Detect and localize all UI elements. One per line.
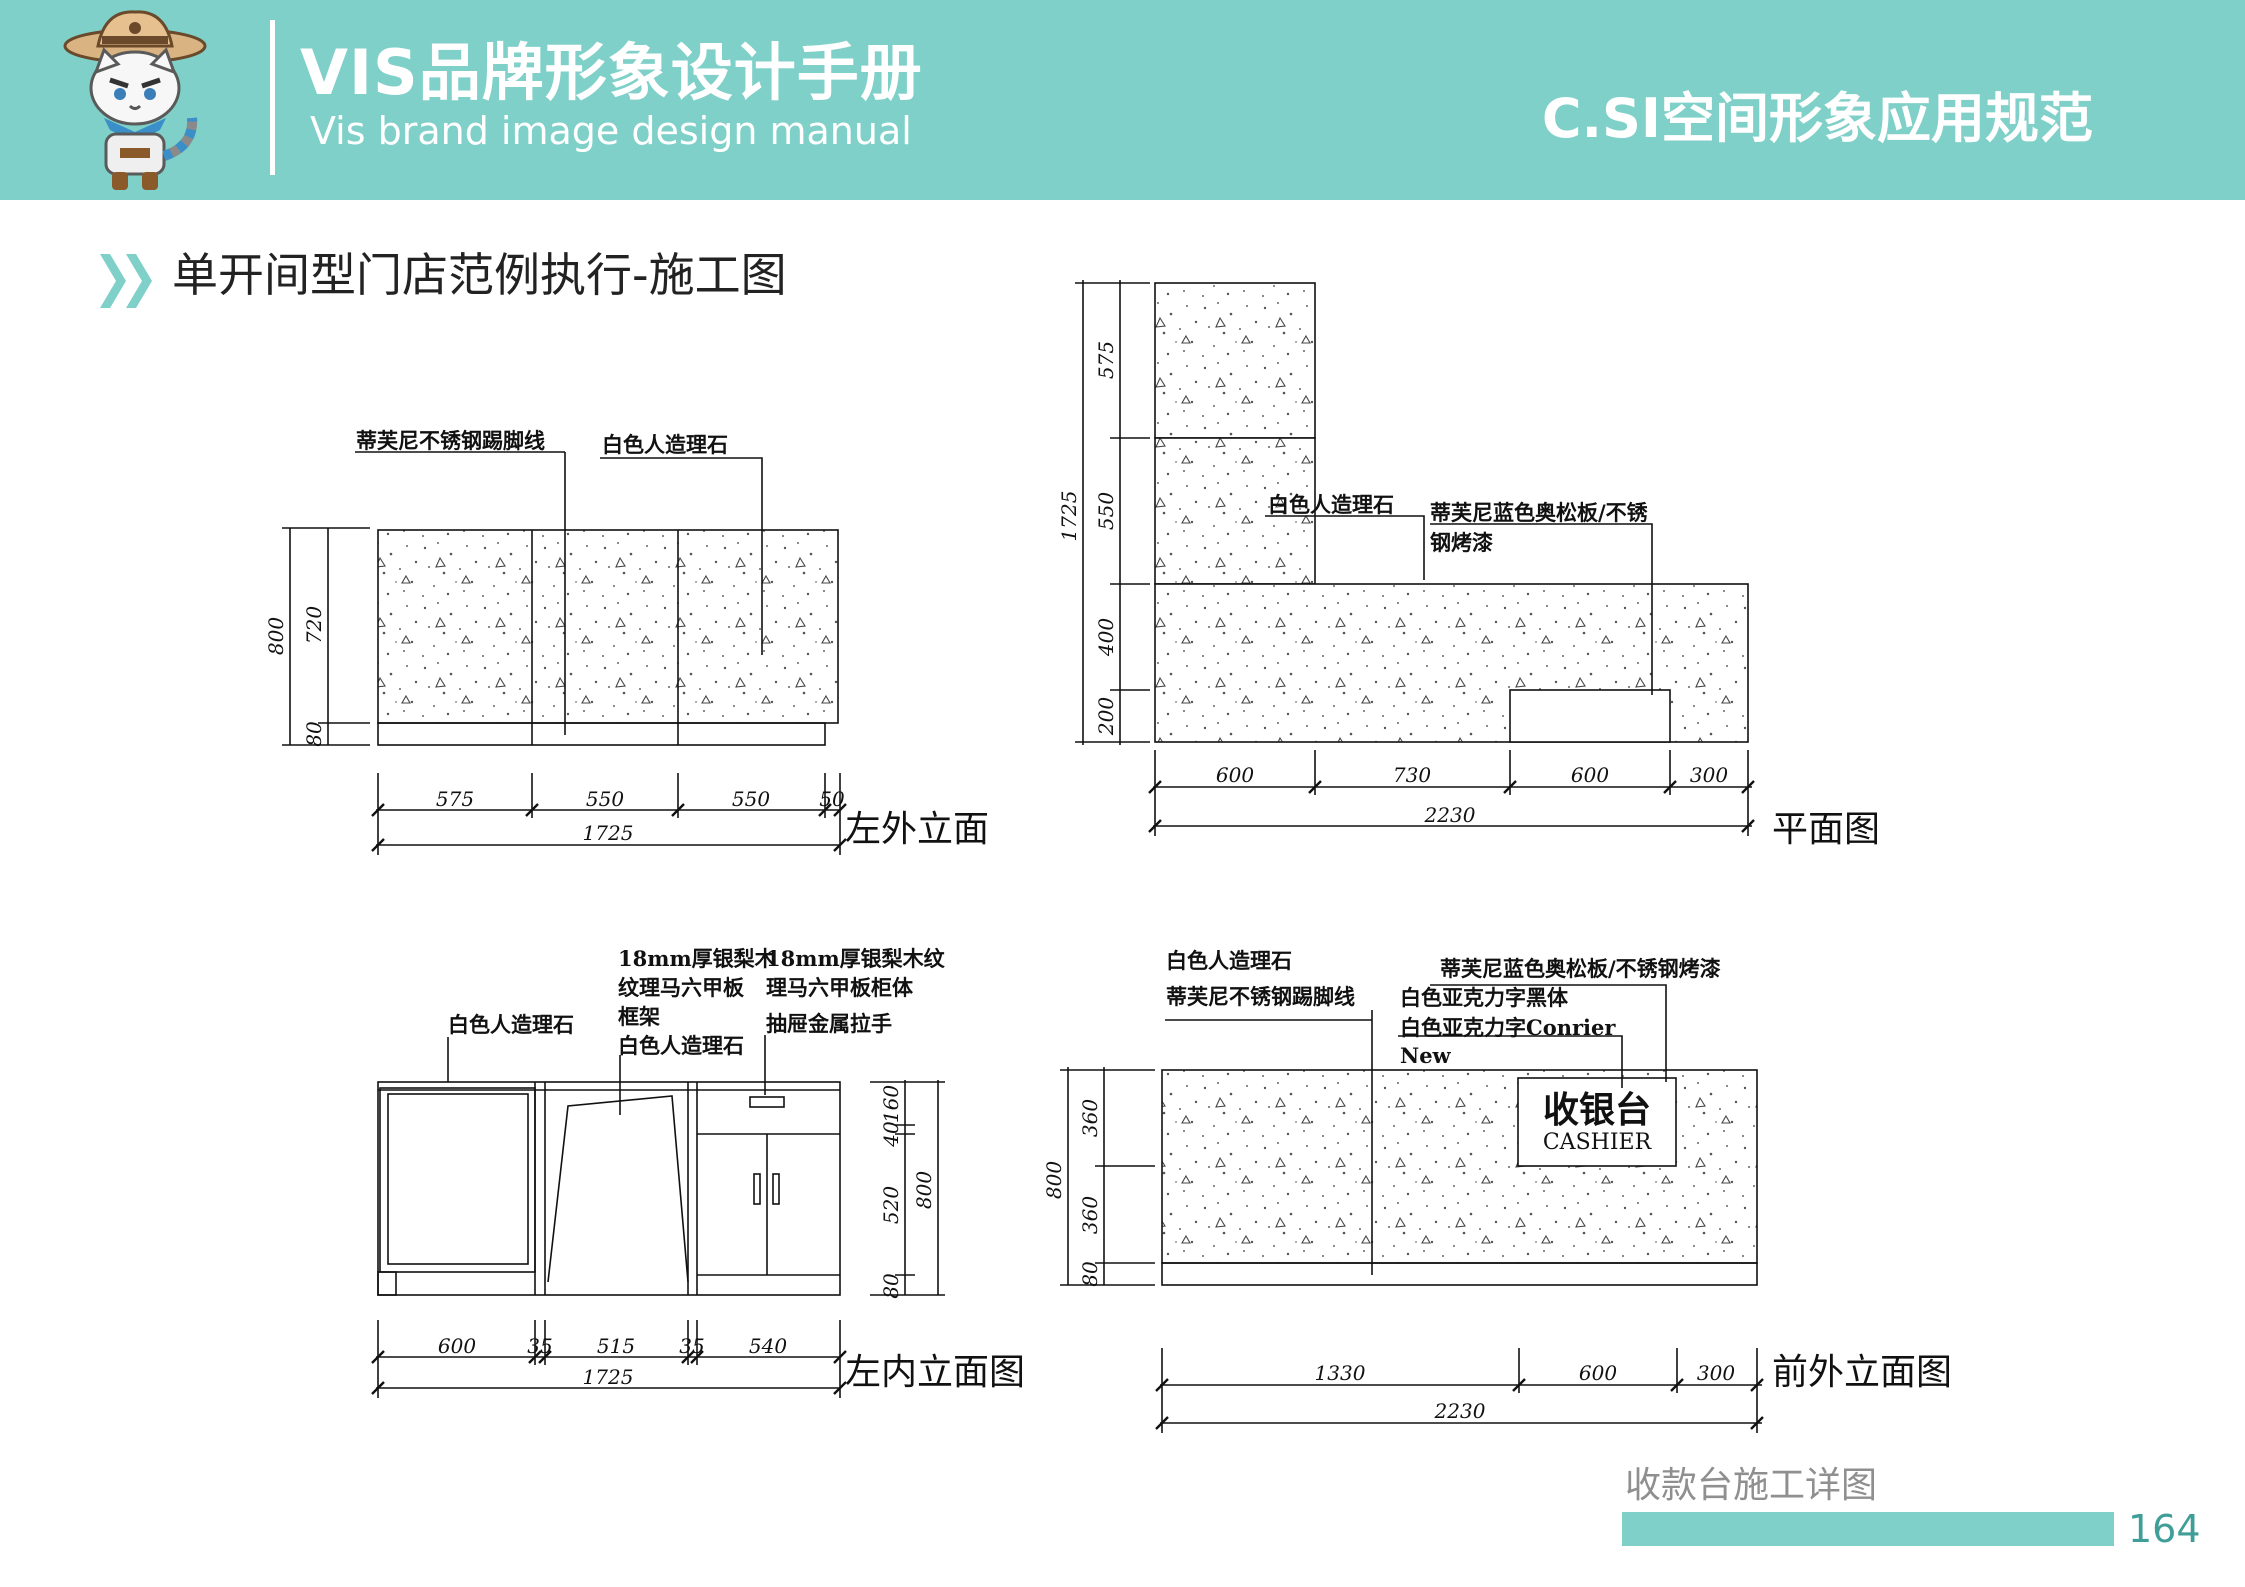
plan-view: [1075, 280, 1752, 836]
dim-label: 800: [912, 1171, 936, 1209]
dim-label: 160: [879, 1085, 903, 1123]
dim-label: 360: [1078, 1099, 1102, 1137]
dim-label: 1725: [583, 821, 634, 845]
caption-plan: 平面图: [1772, 809, 1881, 850]
label-tiffany-board-cont: 钢烤漆: [1430, 530, 1493, 555]
label-frame-1: 18mm厚银梨木: [618, 946, 777, 971]
dim-label: 35: [527, 1334, 552, 1358]
dim-label: 2230: [1434, 1399, 1486, 1423]
dim-label: 515: [597, 1334, 635, 1358]
dim-label: 550: [1094, 492, 1118, 530]
label-acrylic-courier: 白色亚克力字Conrier: [1400, 1015, 1616, 1040]
dim-label: 1725: [583, 1365, 634, 1389]
manual-title: VIS品牌形象设计手册: [300, 36, 923, 109]
label-tiffany-board: 蒂芙尼蓝色奥松板/不锈钢烤漆: [1440, 956, 1721, 981]
dim-label: 300: [1697, 1361, 1735, 1385]
cashier-sign-en: CASHIER: [1543, 1130, 1653, 1155]
label-white-marble: 白色人造理石: [1166, 948, 1292, 973]
section-label: C.SI空间形象应用规范: [1541, 87, 2093, 150]
label-white-marble: 白色人造理石: [448, 1012, 574, 1037]
label-cabinet-1: 18mm厚银梨木纹: [766, 946, 946, 971]
dim-label: 540: [749, 1334, 787, 1358]
label-frame-3: 框架: [618, 1004, 660, 1029]
dim-label: 575: [1094, 341, 1118, 379]
manual-subtitle: Vis brand image design manual: [310, 109, 912, 153]
dim-label: 550: [732, 787, 770, 811]
dim-label: 35: [679, 1334, 704, 1358]
dim-label: 50: [819, 787, 845, 811]
dim-label: 600: [438, 1334, 476, 1358]
dim-label: 1330: [1315, 1361, 1366, 1385]
label-acrylic-courier-cont: New: [1400, 1043, 1452, 1068]
dim-label: 400: [1094, 618, 1118, 657]
label-tiffany-skirting: 蒂芙尼不锈钢踢脚线: [1166, 984, 1355, 1009]
dim-label: 800: [264, 617, 288, 655]
header-divider: [270, 20, 275, 175]
label-tiffany-board: 蒂芙尼蓝色奥松板/不锈: [1430, 500, 1649, 525]
cat-cowboy-mascot-icon: [63, 10, 207, 190]
label-drawer-handle: 抽屉金属拉手: [766, 1011, 892, 1036]
page-number: 164: [2128, 1507, 2201, 1551]
page-title: 单开间型门店范例执行-施工图: [172, 248, 787, 302]
front-outer-elevation: [1060, 984, 1762, 1433]
dim-label: 80: [879, 1273, 903, 1299]
cashier-sign-cn: 收银台: [1543, 1089, 1651, 1131]
dim-label: 40: [879, 1121, 903, 1148]
dim-label: 80: [302, 721, 326, 747]
caption-left-inner: 左内立面图: [845, 1352, 1026, 1393]
left-outer-elevation: [282, 451, 841, 855]
label-tiffany-skirting: 蒂芙尼不锈钢踢脚线: [356, 428, 545, 453]
dim-label: 1725: [1057, 491, 1081, 542]
header-banner: VIS品牌形象设计手册 Vis brand image design manua…: [0, 0, 2245, 200]
dim-label: 600: [1579, 1361, 1617, 1385]
label-cabinet-2: 理马六甲板柜体: [766, 975, 914, 1000]
dim-label: 550: [586, 787, 624, 811]
dim-label: 575: [436, 787, 474, 811]
footer-accent-bar: [1622, 1512, 2114, 1546]
dim-label: 600: [1216, 763, 1254, 787]
footer-caption: 收款台施工详图: [1625, 1465, 1878, 1506]
dim-label: 730: [1393, 763, 1431, 787]
label-acrylic-heiti: 白色亚克力字黑体: [1400, 985, 1569, 1010]
dim-label: 800: [1042, 1161, 1066, 1199]
dim-label: 520: [879, 1186, 903, 1224]
dim-label: 720: [302, 606, 326, 644]
dim-label: 360: [1078, 1196, 1102, 1234]
dim-label: 200: [1094, 697, 1118, 736]
caption-left-outer: 左外立面: [845, 809, 990, 850]
left-inner-elevation: [376, 1035, 945, 1398]
dim-label: 600: [1571, 763, 1609, 787]
double-chevron-icon: [100, 254, 152, 308]
label-frame-4: 白色人造理石: [618, 1033, 744, 1058]
label-white-marble: 白色人造理石: [602, 432, 728, 457]
dim-label: 300: [1690, 763, 1728, 787]
label-frame-2: 纹理马六甲板: [618, 975, 745, 1000]
caption-front-outer: 前外立面图: [1772, 1352, 1953, 1393]
dim-label: 2230: [1424, 803, 1476, 827]
label-white-marble: 白色人造理石: [1268, 492, 1394, 517]
dim-label: 80: [1078, 1261, 1102, 1287]
